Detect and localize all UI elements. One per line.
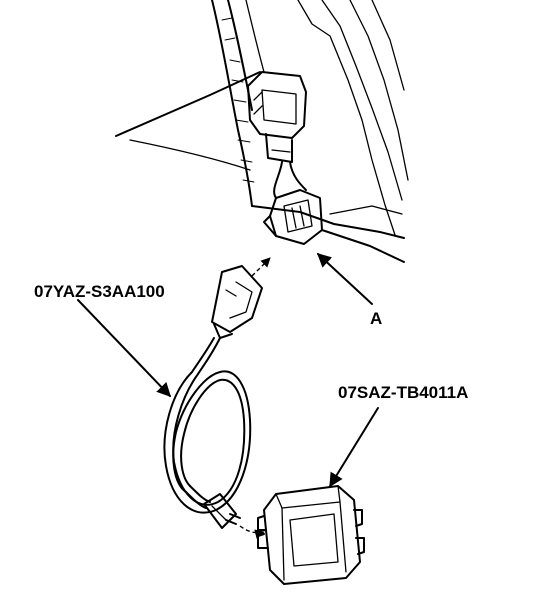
tester-connection-arrow	[239, 525, 265, 539]
tester-leader-arrow	[329, 407, 379, 488]
vehicle-connector-housing	[247, 71, 307, 199]
harness-cable	[163, 337, 252, 514]
harness-connector-plug	[211, 265, 263, 339]
connector-a-leader-arrow	[316, 253, 373, 305]
connector-a-callout-label: A	[370, 309, 382, 328]
tester-part-number-label: 07SAZ-TB4011A	[338, 383, 468, 402]
harness-part-number-label: 07YAZ-S3AA100	[34, 282, 165, 301]
harness-connection-arrow	[251, 257, 271, 277]
vehicle-body-panel	[115, 0, 409, 263]
tester-box	[257, 485, 365, 585]
harness-leader-arrow	[77, 299, 171, 398]
connector-a	[263, 189, 323, 245]
harness-lower-plug	[203, 493, 241, 529]
